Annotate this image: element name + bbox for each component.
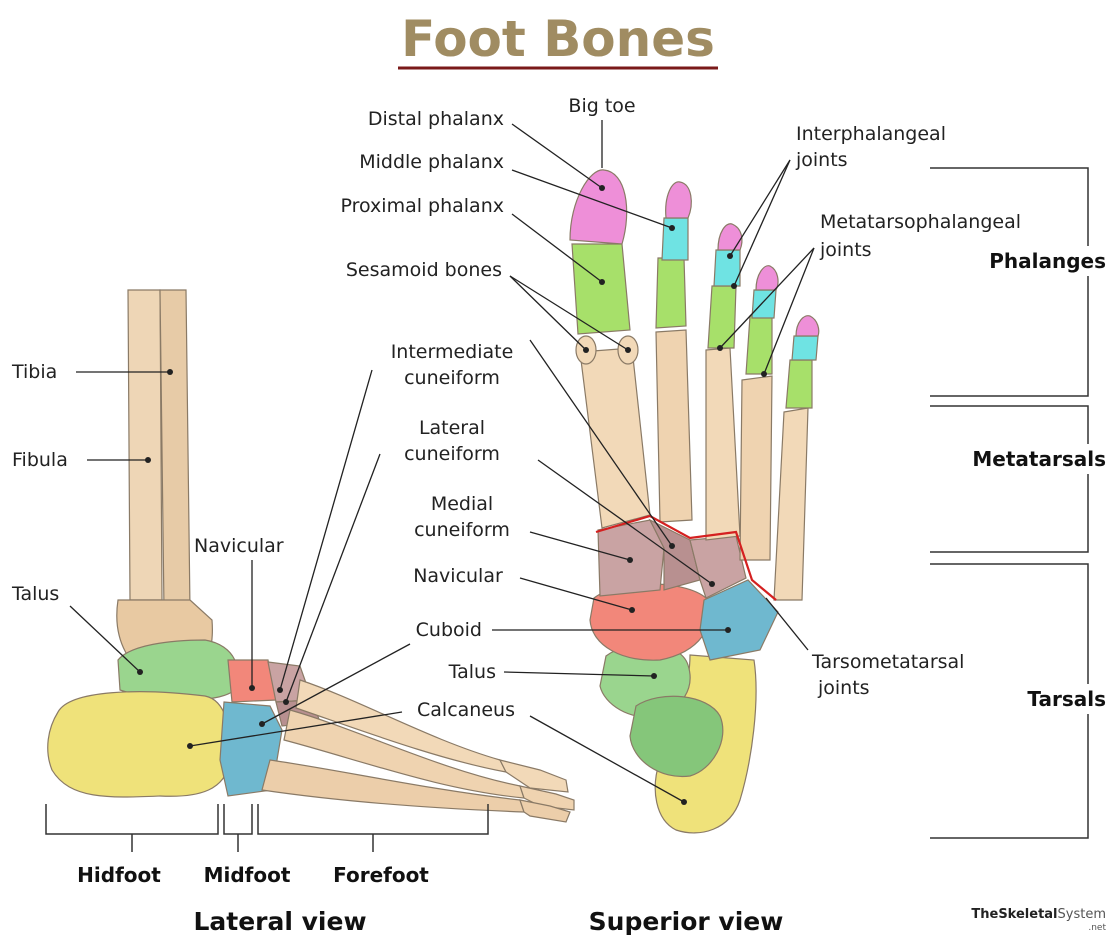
- svg-text:TheSkeletalSystem: TheSkeletalSystem: [971, 907, 1106, 922]
- superior-foot-illustration: [570, 170, 819, 833]
- page-title: Foot Bones: [401, 10, 715, 68]
- pointer-talus-superior: [651, 673, 657, 679]
- label-medial-cuneiform-1: Medial: [431, 493, 493, 515]
- pointer-calcaneus-superior: [681, 799, 687, 805]
- pointer-sesamoid-1: [583, 347, 589, 353]
- bracket-phalanges: [930, 168, 1088, 396]
- label-midfoot: Midfoot: [204, 863, 291, 887]
- label-mtp-1: Metatarsophalangeal: [820, 211, 1021, 233]
- leader-distal-phalanx: [512, 124, 602, 188]
- label-lateral-cuneiform-2: cuneiform: [404, 443, 500, 465]
- label-talus-lateral: Talus: [11, 583, 59, 605]
- label-tarsals: Tarsals: [1027, 687, 1106, 711]
- pointer-intermediate-lateral: [277, 687, 283, 693]
- pointer-distal-phalanx: [599, 185, 605, 191]
- label-calcaneus: Calcaneus: [417, 699, 515, 721]
- pointer-cuboid-lateral: [259, 721, 265, 727]
- leader-intermediate-lateral: [280, 370, 372, 690]
- pointer-fibula: [145, 457, 151, 463]
- leader-interphalangeal-2: [734, 160, 790, 286]
- pointer-navicular-lateral: [249, 685, 255, 691]
- pointer-middle-phalanx: [669, 225, 675, 231]
- label-proximal-phalanx: Proximal phalanx: [340, 195, 504, 217]
- pointer-mtp-2: [761, 371, 767, 377]
- pointer-proximal-phalanx: [599, 279, 605, 285]
- pointer-tibia: [167, 369, 173, 375]
- label-tarsometatarsal-2: joints: [817, 677, 870, 699]
- leader-interphalangeal-1: [730, 160, 790, 256]
- label-navicular-lateral: Navicular: [194, 535, 284, 557]
- logo-suffix: .net: [1088, 923, 1106, 933]
- pointer-medial-cuneiform: [627, 557, 633, 563]
- bracket-metatarsals: [930, 406, 1088, 552]
- leader-lateral-cuneiform-lateral: [286, 454, 380, 702]
- bracket-hindfoot: [46, 804, 218, 834]
- pointer-interphalangeal-1: [727, 253, 733, 259]
- label-talus-superior: Talus: [448, 661, 496, 683]
- pointer-calcaneus-lateral: [187, 743, 193, 749]
- pointer-lateral-cuneiform-lateral: [283, 699, 289, 705]
- logo-text-bold: TheSkeletal: [971, 907, 1057, 922]
- label-middle-phalanx: Middle phalanx: [359, 151, 504, 173]
- pointer-sesamoid-2: [625, 347, 631, 353]
- site-logo: TheSkeletalSystem .net: [971, 907, 1106, 933]
- pointer-cuboid-superior: [725, 627, 731, 633]
- lateral-region-brackets: [46, 804, 488, 852]
- label-fibula: Fibula: [12, 449, 68, 471]
- pointer-lateral-cuneiform-superior: [709, 581, 715, 587]
- logo-text-normal: System: [1058, 907, 1106, 922]
- label-tibia: Tibia: [11, 361, 57, 383]
- pointer-interphalangeal-2: [731, 283, 737, 289]
- label-tarsometatarsal-1: Tarsometatarsal: [811, 651, 964, 673]
- label-lateral-cuneiform-1: Lateral: [419, 417, 485, 439]
- label-interphalangeal-1: Interphalangeal: [796, 123, 946, 145]
- label-intermediate-cuneiform-2: cuneiform: [404, 367, 500, 389]
- pointer-talus-lateral: [137, 669, 143, 675]
- pointer-intermediate-superior: [669, 543, 675, 549]
- label-metatarsals: Metatarsals: [972, 447, 1106, 471]
- bracket-midfoot: [224, 804, 252, 834]
- pointer-mtp-1: [717, 345, 723, 351]
- label-navicular-superior: Navicular: [413, 565, 503, 587]
- label-interphalangeal-2: joints: [795, 149, 848, 171]
- caption-lateral-view: Lateral view: [193, 907, 366, 936]
- label-forefoot: Forefoot: [333, 863, 429, 887]
- pointer-navicular-superior: [629, 607, 635, 613]
- caption-superior-view: Superior view: [589, 907, 784, 936]
- label-big-toe: Big toe: [568, 95, 635, 117]
- label-intermediate-cuneiform-1: Intermediate: [391, 341, 514, 363]
- label-sesamoid-bones: Sesamoid bones: [346, 259, 502, 281]
- label-phalanges: Phalanges: [989, 249, 1106, 273]
- label-hindfoot: Hidfoot: [77, 863, 161, 887]
- label-cuboid: Cuboid: [416, 619, 482, 641]
- label-mtp-2: joints: [819, 239, 872, 261]
- label-medial-cuneiform-2: cuneiform: [414, 519, 510, 541]
- label-distal-phalanx: Distal phalanx: [368, 108, 504, 130]
